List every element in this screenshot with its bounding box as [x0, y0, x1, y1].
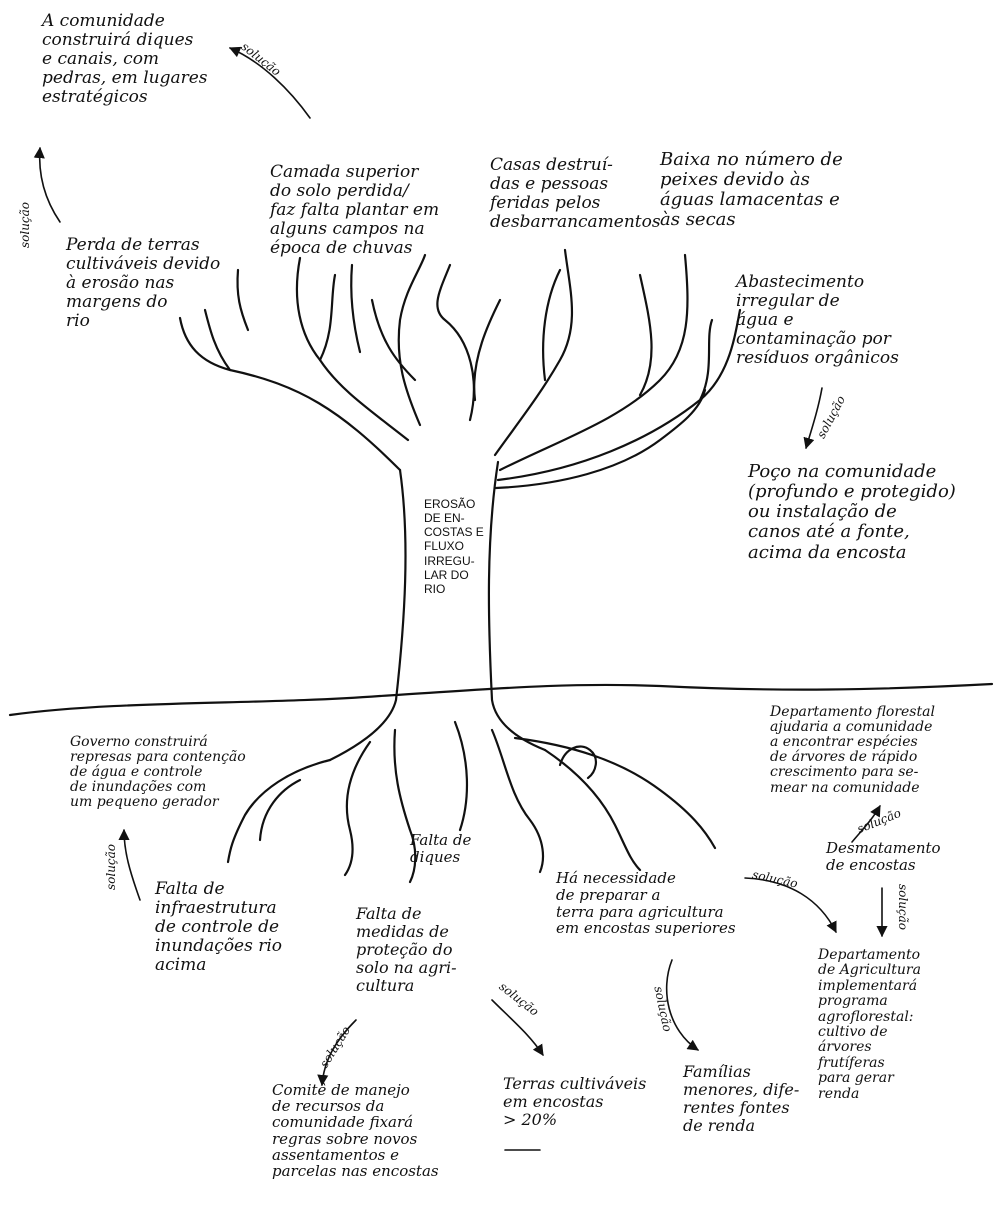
cause-infraestrutura: Falta de infraestrutura de controle de i…	[155, 879, 283, 976]
effect-casas: Casas destruí- das e pessoas feridas pel…	[490, 155, 661, 233]
solution-label-2: solução	[18, 201, 33, 249]
branch-far-left	[178, 316, 402, 472]
arrow-medidas-to-comite	[317, 1019, 357, 1087]
branch-right-mid	[493, 248, 574, 457]
branch-center-right	[436, 263, 502, 422]
ground-line	[8, 682, 994, 717]
arrow-desmat-to-florestal	[851, 805, 881, 843]
root-right	[543, 748, 642, 872]
solution-label-4: solução	[104, 843, 119, 891]
branch-right-lower	[494, 388, 707, 490]
solution-label-6: solução	[896, 883, 911, 931]
trunk-left-edge	[328, 468, 407, 762]
branch-far-left-inner	[203, 268, 250, 372]
root-far-right	[513, 736, 717, 850]
cause-preparar-terra: Há necessidade de preparar a terra para …	[556, 869, 736, 938]
effect-peixes: Baixa no número de peixes devido às água…	[660, 149, 843, 231]
trunk-core-problem: EROSÃO DE EN- COSTAS E FLUXO IRREGU- LAR…	[424, 497, 484, 596]
arrow-infra-to-governo	[118, 828, 141, 901]
effect-camada-solo: Camada superior do solo perdida/ faz fal…	[270, 162, 440, 259]
branch-center-left	[370, 253, 427, 427]
branch-left-mid-inner	[318, 263, 362, 362]
cause-desmatamento: Desmatamento de encostas	[826, 839, 941, 874]
arrow-perda-to-diques	[33, 146, 61, 223]
branch-left-mid	[295, 256, 410, 442]
cause-diques: Falta de diques	[410, 831, 472, 866]
trunk-right-edge	[487, 460, 547, 752]
cause-medidas: Falta de medidas de proteção do solo na …	[356, 904, 457, 995]
solution-familias: Famílias menores, dife- rentes fontes de…	[683, 1062, 800, 1135]
solution-poco: Poço na comunidade (profundo e protegido…	[748, 461, 956, 563]
arrow-agua-to-poco	[803, 387, 823, 450]
arrow-preparar-to-agricultura	[744, 877, 837, 934]
root-left	[343, 740, 372, 877]
branch-right-upper	[498, 253, 689, 472]
solution-terras-20: Terras cultiváveis em encostas > 20%	[503, 1074, 647, 1129]
root-far-left	[226, 758, 332, 864]
arrow-preparar-to-familias	[665, 959, 699, 1051]
solution-comite: Comitê de manejo de recursos da comunida…	[272, 1081, 439, 1180]
solution-diques-canais: A comunidade construirá diques e canais,…	[42, 11, 208, 108]
arrow-medidas-to-terras	[491, 999, 544, 1056]
root-far-left-b	[258, 778, 302, 842]
solution-agricultura: Departamento de Agricultura implementará…	[818, 947, 921, 1102]
root-small-curl	[558, 745, 597, 780]
effect-perda-terras: Perda de terras cultiváveis devido à ero…	[66, 235, 221, 332]
solution-florestal: Departamento florestal ajudaria a comuni…	[770, 704, 935, 796]
root-center	[453, 720, 469, 832]
solution-governo: Governo construirá represas para contenç…	[70, 734, 246, 811]
root-left-b	[393, 728, 417, 884]
root-center-right	[490, 728, 545, 874]
arrow-to-diques-top	[228, 46, 311, 119]
effect-agua: Abastecimento irregular de água e contam…	[736, 272, 899, 369]
